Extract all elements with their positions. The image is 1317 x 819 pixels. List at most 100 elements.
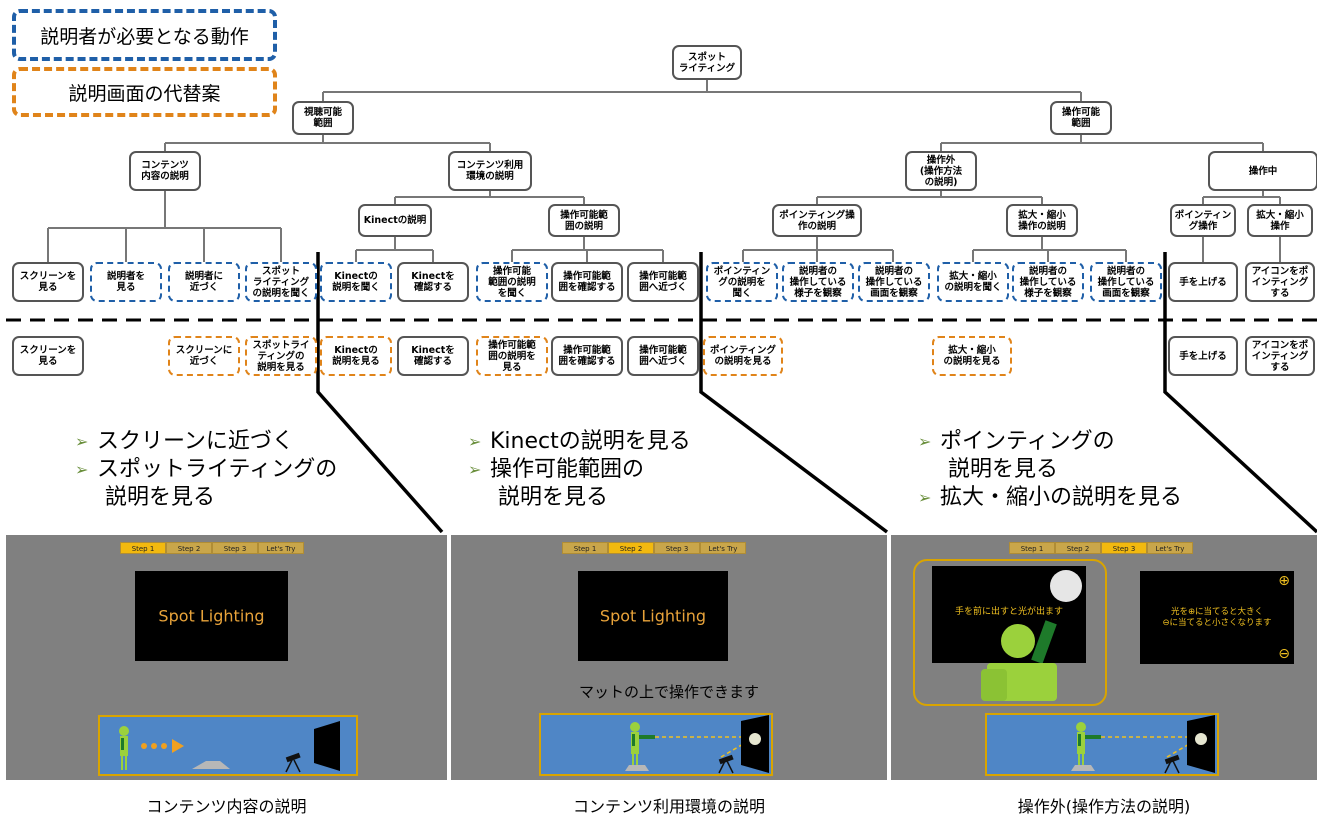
tab-step-1[interactable]: Step 1 (562, 542, 608, 554)
alt-view-zoom: 拡大・縮小 の説明を見る (932, 336, 1012, 376)
leaf-check-range: 操作可能範 囲を確認する (551, 262, 623, 302)
screenshot-outside-operation: Step 1 Step 2 Step 3 Let's Try 手を前に出すと光が… (891, 535, 1317, 780)
room-scene-3 (1071, 715, 1215, 774)
leaf-observe-screen-pointing: 説明者の 操作している 画面を観察 (858, 262, 930, 302)
tab-lets-try[interactable]: Let's Try (258, 542, 304, 554)
projector-icon (1164, 754, 1180, 765)
alt-view-kinect: Kinectの 説明を見る (320, 336, 392, 376)
bullet-list-3: ➢ポインティングの 説明を見る ➢拡大・縮小の説明を見る (918, 428, 1182, 512)
node-during-operation: 操作中 (1208, 151, 1317, 191)
bullet-continuation: 説明を見る (105, 485, 216, 510)
leaf-look-explainer: 説明者を 見る (90, 262, 162, 302)
mat-icon (192, 761, 230, 769)
node-range-explanation: 操作可能範 囲の説明 (548, 204, 620, 237)
leaf-listen-pointing: ポインティン グの説明を 聞く (706, 262, 778, 302)
caption-environment-explanation: コンテンツ利用環境の説明 (572, 797, 765, 816)
projector-icon (285, 752, 301, 763)
light-circle-icon (1050, 570, 1082, 602)
leaf-check-kinect: Kinectを 確認する (397, 262, 469, 302)
leaf-point-icon: アイコンをポ インティング する (1245, 262, 1315, 302)
room-scene-2 (625, 715, 769, 774)
pointing-figure (1001, 570, 1082, 663)
room-illustration (539, 713, 773, 776)
alt-look-screen: スクリーンを 見る (12, 336, 84, 376)
pointing-demo-screen: 手を前に出すと光が出ます (932, 566, 1086, 663)
bullet-list-1: ➢スクリーンに近づく ➢スポットライティングの 説明を見る (75, 428, 337, 512)
leaf-observe-explainer-pointing: 説明者の 操作している 様子を観察 (782, 262, 854, 302)
zoom-note-line-1: 光を⊕に当てると大きく (1170, 607, 1264, 617)
leaf-observe-explainer-zoom: 説明者の 操作している 様子を観察 (1012, 262, 1084, 302)
arrow-right-icon (172, 739, 184, 753)
person-head-icon (1001, 624, 1035, 658)
screen-title: Spot Lighting (599, 606, 707, 626)
alt-view-pointing: ポインティング の説明を見る (703, 336, 783, 376)
screen-title: Spot Lighting (158, 606, 265, 626)
arrowhead-bullet-icon: ➢ (918, 488, 932, 507)
alt-approach-range: 操作可能範 囲へ近づく (627, 336, 699, 376)
leaf-look-screen: スクリーンを 見る (12, 262, 84, 302)
tab-step-1[interactable]: Step 1 (120, 542, 166, 554)
person-head-icon (1076, 722, 1086, 732)
arrowhead-bullet-icon: ➢ (75, 460, 89, 479)
raised-arm-icon (1031, 620, 1057, 663)
tab-lets-try[interactable]: Let's Try (1147, 542, 1193, 554)
bullet-item: ➢拡大・縮小の説明を見る (918, 485, 1183, 510)
projector-icon (718, 754, 734, 765)
screenshot-environment-explanation: Step 1 Step 2 Step 3 Let's Try Spot Ligh… (451, 535, 887, 780)
node-content-explanation: コンテンツ 内容の説明 (129, 151, 201, 191)
alt-check-kinect: Kinectを 確認する (397, 336, 469, 376)
leaf-raise-hand: 手を上げる (1168, 262, 1238, 302)
tab-step-1[interactable]: Step 1 (1009, 542, 1055, 554)
light-spot-icon (1195, 733, 1207, 745)
highlight-frame (913, 559, 1107, 706)
tab-lets-try[interactable]: Let's Try (700, 542, 746, 554)
step-tabs: Step 1 Step 2 Step 3 Let's Try (120, 542, 304, 554)
projection-screen: Spot Lighting (578, 571, 728, 661)
minus-icon[interactable]: ⊖ (1278, 646, 1290, 662)
node-zoom-operation: 拡大・縮小 操作 (1247, 204, 1313, 237)
leaf-listen-spotlighting: スポット ライティング の説明を聞く (245, 262, 317, 302)
leaf-observe-screen-zoom: 説明者の 操作している 画面を観察 (1090, 262, 1162, 302)
alt-raise-hand: 手を上げる (1168, 336, 1238, 376)
tab-step-3[interactable]: Step 3 (654, 542, 700, 554)
alt-view-spotlighting: スポットライ ティングの 説明を見る (245, 336, 317, 376)
bullet-item: ➢ポインティングの (918, 429, 1115, 454)
extended-arm-icon (639, 735, 655, 739)
leaf-approach-range: 操作可能範 囲へ近づく (627, 262, 699, 302)
screen-panel-icon (314, 721, 340, 771)
caption-content-explanation: コンテンツ内容の説明 (146, 797, 307, 816)
arrowhead-bullet-icon: ➢ (468, 432, 482, 451)
screenshot-content-explanation: Step 1 Step 2 Step 3 Let's Try Spot Ligh… (6, 535, 447, 780)
root-node: スポット ライティング (672, 45, 742, 80)
pointing-body (981, 663, 1057, 701)
zoom-demo-screen: 光を⊕に当てると大きく ⊖に当てると小さくなります ⊕ ⊖ (1140, 571, 1294, 664)
leaf-listen-zoom: 拡大・縮小 の説明を聞く (937, 262, 1009, 302)
plus-icon[interactable]: ⊕ (1278, 573, 1290, 589)
leaf-listen-kinect: Kinectの 説明を聞く (320, 262, 392, 302)
zoom-note-line-2: ⊖に当てると小さくなります (1162, 618, 1272, 628)
hand-note: 手を前に出すと光が出ます (954, 607, 1063, 617)
caption-outside-operation: 操作外(操作方法の説明) (1017, 797, 1191, 816)
bullet-list-2: ➢Kinectの説明を見る ➢操作可能範囲の 説明を見る (468, 428, 691, 512)
zoom-note: 光を⊕に当てると大きく ⊖に当てると小さくなります (1140, 607, 1294, 629)
step-tabs: Step 1 Step 2 Step 3 Let's Try (562, 542, 746, 554)
alt-view-range: 操作可能範 囲の説明を 見る (476, 336, 548, 376)
tab-step-2[interactable]: Step 2 (166, 542, 212, 554)
arrowhead-bullet-icon: ➢ (918, 432, 932, 451)
tab-step-3[interactable]: Step 3 (212, 542, 258, 554)
alt-point-icon: アイコンをポ インティング する (1245, 336, 1315, 376)
node-pointing-explanation: ポインティング操 作の説明 (772, 204, 862, 237)
leaf-listen-range: 操作可能 範囲の説明 を聞く (476, 262, 548, 302)
tab-step-2[interactable]: Step 2 (608, 542, 654, 554)
person-head-icon (119, 726, 129, 736)
arrowhead-bullet-icon: ➢ (75, 432, 89, 451)
projection-screen: Spot Lighting (135, 571, 288, 661)
tab-step-3[interactable]: Step 3 (1101, 542, 1147, 554)
legend-alternative-screen: 説明画面の代替案 (12, 67, 277, 117)
step-tabs: Step 1 Step 2 Step 3 Let's Try (1009, 542, 1193, 554)
node-pointing-operation: ポインティン グ操作 (1170, 204, 1236, 237)
bullet-item: ➢スクリーンに近づく (75, 429, 294, 454)
tab-step-2[interactable]: Step 2 (1055, 542, 1101, 554)
arrowhead-bullet-icon: ➢ (468, 460, 482, 479)
